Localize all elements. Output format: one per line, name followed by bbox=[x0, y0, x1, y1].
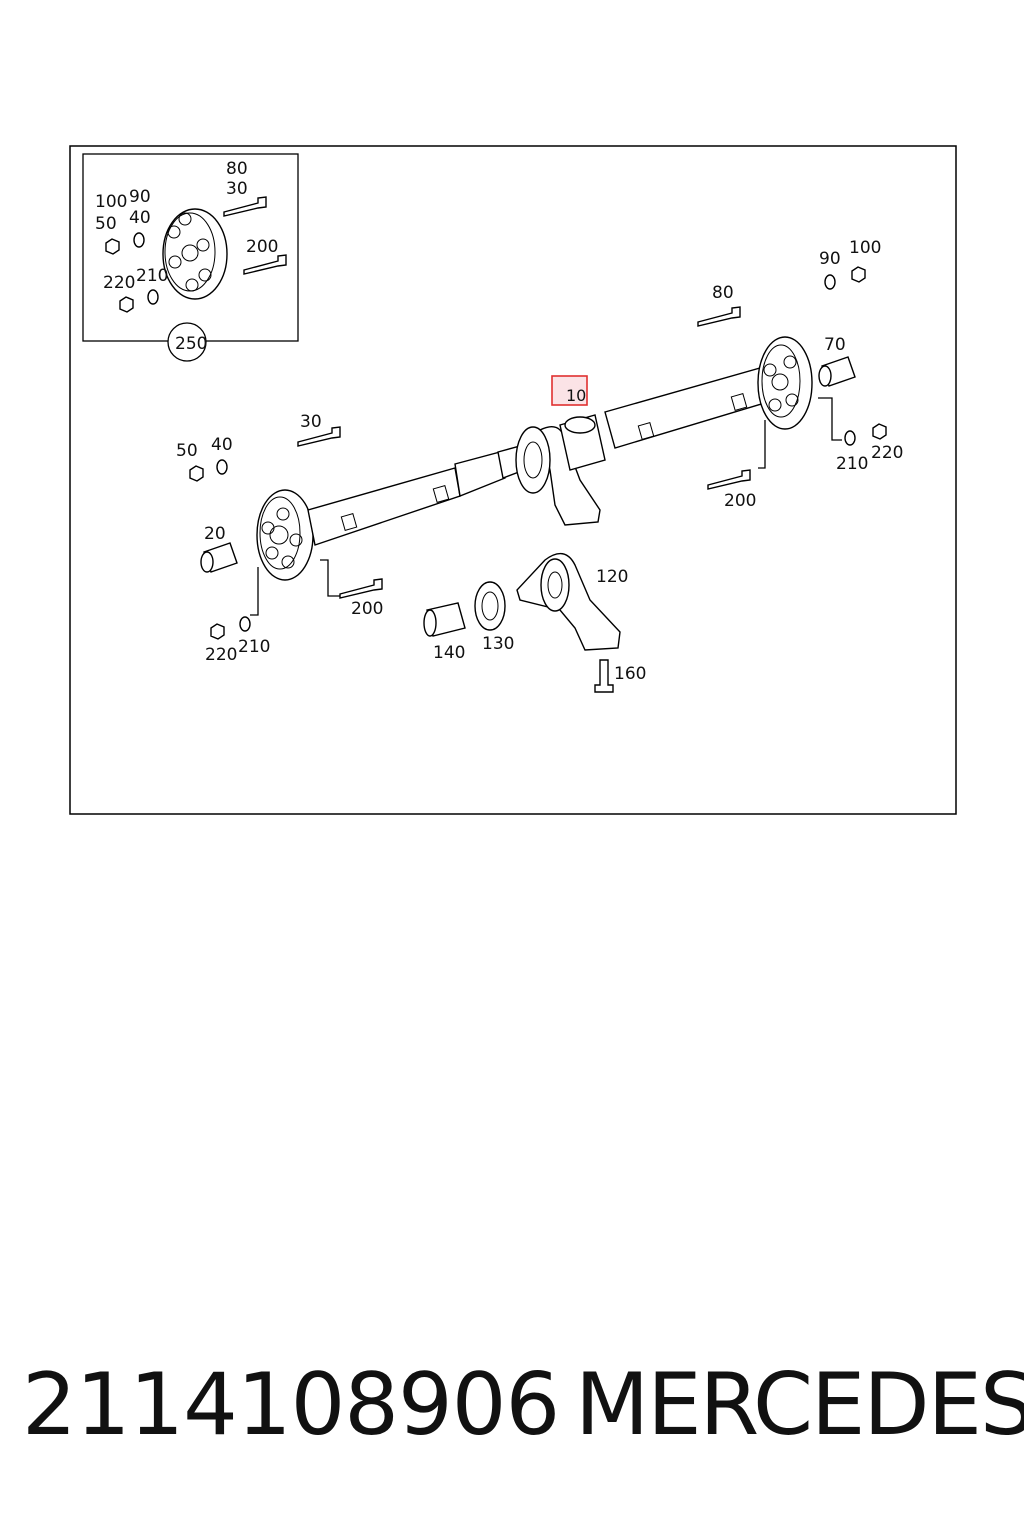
callout-inset-80: 80 bbox=[226, 159, 248, 179]
callout-50-left: 50 bbox=[176, 441, 198, 461]
brand-name: MERCEDES bbox=[575, 1355, 1024, 1455]
callout-210-right: 210 bbox=[836, 454, 868, 474]
callout-inset-40: 40 bbox=[129, 208, 151, 228]
callout-140: 140 bbox=[433, 643, 465, 663]
callout-130: 130 bbox=[482, 634, 514, 654]
inset-flex-disc-kit bbox=[82, 153, 299, 362]
loose-hardware bbox=[189, 266, 887, 693]
callout-220-left: 220 bbox=[205, 645, 237, 665]
propshaft-parts-diagram: 250 80 30 100 90 50 40 200 220 210 90 10… bbox=[69, 145, 957, 815]
callout-100-right: 100 bbox=[849, 238, 881, 258]
callout-200-right: 200 bbox=[724, 491, 756, 511]
callout-circle-250 bbox=[167, 322, 207, 362]
callout-80-right: 80 bbox=[712, 283, 734, 303]
propshaft-assembly bbox=[200, 336, 856, 581]
callout-160: 160 bbox=[614, 664, 646, 684]
callout-200-left: 200 bbox=[351, 599, 383, 619]
callout-30-left: 30 bbox=[300, 412, 322, 432]
callout-210-left: 210 bbox=[238, 637, 270, 657]
callout-inset-210: 210 bbox=[136, 266, 168, 286]
callout-inset-200: 200 bbox=[246, 237, 278, 257]
callout-250: 250 bbox=[175, 334, 207, 354]
callout-20: 20 bbox=[204, 524, 226, 544]
callout-inset-90: 90 bbox=[129, 187, 151, 207]
diagram-frame bbox=[69, 145, 957, 815]
callout-inset-30: 30 bbox=[226, 179, 248, 199]
callout-220-right: 220 bbox=[871, 443, 903, 463]
callout-inset-220: 220 bbox=[103, 273, 135, 293]
callout-70: 70 bbox=[824, 335, 846, 355]
callout-10: 10 bbox=[566, 386, 586, 405]
part-number: 2114108906 bbox=[22, 1355, 560, 1455]
leader-lines bbox=[250, 397, 842, 616]
callout-inset-100: 100 bbox=[95, 192, 127, 212]
callout-40-left: 40 bbox=[211, 435, 233, 455]
callout-labels: 250 80 30 100 90 50 40 200 220 210 90 10… bbox=[95, 159, 903, 684]
footer: 2114108906 MERCEDES bbox=[0, 1355, 1024, 1485]
callout-90-right: 90 bbox=[819, 249, 841, 269]
callout-120: 120 bbox=[596, 567, 628, 587]
callout-highlight-10 bbox=[551, 375, 588, 406]
callout-inset-50: 50 bbox=[95, 214, 117, 234]
